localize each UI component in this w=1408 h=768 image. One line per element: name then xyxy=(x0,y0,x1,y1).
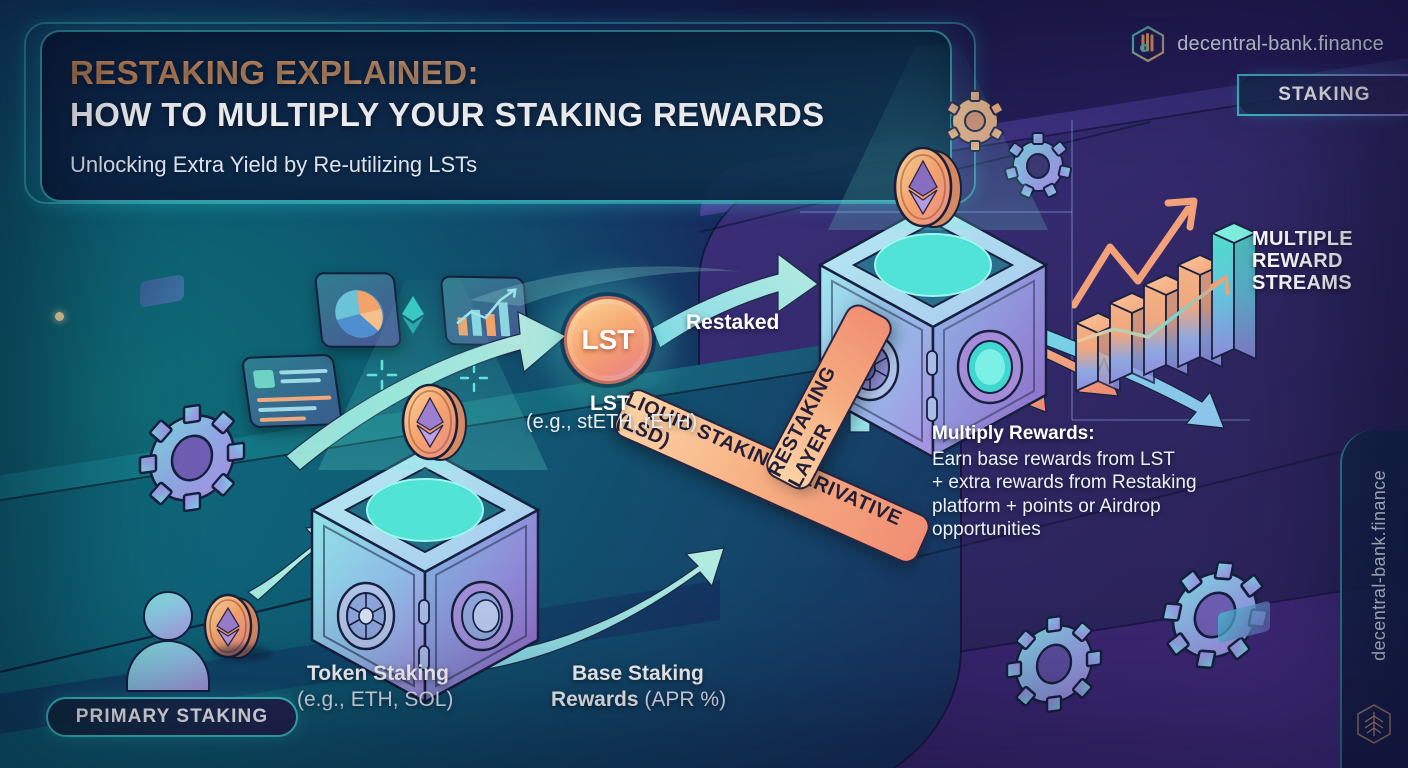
coin-shadow xyxy=(212,645,272,661)
page-title-line2: HOW TO MULTIPLY YOUR STAKING REWARDS xyxy=(70,96,825,133)
multiply-rewards-line4: opportunities xyxy=(932,519,1041,541)
bar-chart-graphic xyxy=(1070,197,1259,393)
status-badge-staking-label: STAKING xyxy=(1278,84,1371,105)
hexagon-logo-icon xyxy=(1132,26,1165,62)
decor-dot xyxy=(55,312,64,321)
safe-vault-icon xyxy=(309,446,541,705)
multiply-rewards-heading: Multiply Rewards: xyxy=(932,423,1095,444)
label-base-rewards-l2-wrap: Rewards (APR %) xyxy=(551,688,726,712)
brand-name: decentral-bank.finance xyxy=(1177,32,1384,55)
gear-icon xyxy=(1004,132,1073,199)
label-base-rewards-sub: (APR %) xyxy=(644,688,727,711)
multiply-rewards-block: Multiply Rewards: Earn base rewards from… xyxy=(932,423,1232,541)
label-restaked: Restaked xyxy=(686,311,780,334)
gear-icon xyxy=(138,403,246,513)
page-subtitle: Unlocking Extra Yield by Re-utilizing LS… xyxy=(70,152,478,177)
eth-coin-icon xyxy=(203,593,260,659)
reward-bar-chart xyxy=(1070,195,1259,393)
lst-coin-label: LST xyxy=(581,324,635,355)
label-token-staking-title: Token Staking xyxy=(307,662,449,685)
status-badge-staking[interactable]: STAKING xyxy=(1237,74,1408,116)
eth-coin-icon xyxy=(893,146,962,228)
multiply-rewards-line1: Earn base rewards from LST xyxy=(932,449,1175,470)
label-token-staking-sub: (e.g., ETH, SOL) xyxy=(297,688,454,711)
multiply-rewards-line3: platform + points or Airdrop xyxy=(932,495,1161,517)
label-lst-title: LST xyxy=(590,392,630,415)
eth-coin-icon xyxy=(401,383,467,461)
hexagon-mark-icon xyxy=(1357,704,1391,744)
side-strip xyxy=(1340,430,1408,768)
header-card: RESTAKING EXPLAINED: HOW TO MULTIPLY YOU… xyxy=(40,30,952,202)
growth-arrow xyxy=(1070,205,1192,309)
gear-icon xyxy=(946,90,1004,152)
label-multiple-reward-streams-l2: REWARD xyxy=(1252,250,1343,272)
gear-icon xyxy=(1005,615,1103,713)
label-multiple-reward-streams-l3: STREAMS xyxy=(1252,272,1352,294)
label-multiple-reward-streams-l1: MULTIPLE xyxy=(1252,228,1353,250)
status-badge-primary-staking-label: PRIMARY STAKING xyxy=(75,706,269,727)
label-base-rewards-l2: Rewards xyxy=(551,688,639,711)
user-avatar-head xyxy=(143,591,193,641)
label-lst-sub: (e.g., stETH, rETH) xyxy=(526,411,698,433)
brand-lockup: decentral-bank.finance xyxy=(1131,26,1384,62)
multiply-rewards-line2: + extra rewards from Restaking xyxy=(932,472,1197,494)
page-title-line1: RESTAKING EXPLAINED: xyxy=(70,54,920,92)
label-base-rewards-l1: Base Staking xyxy=(572,662,704,685)
lst-coin-icon: LST xyxy=(564,296,652,384)
status-badge-primary-staking[interactable]: PRIMARY STAKING xyxy=(46,697,298,737)
